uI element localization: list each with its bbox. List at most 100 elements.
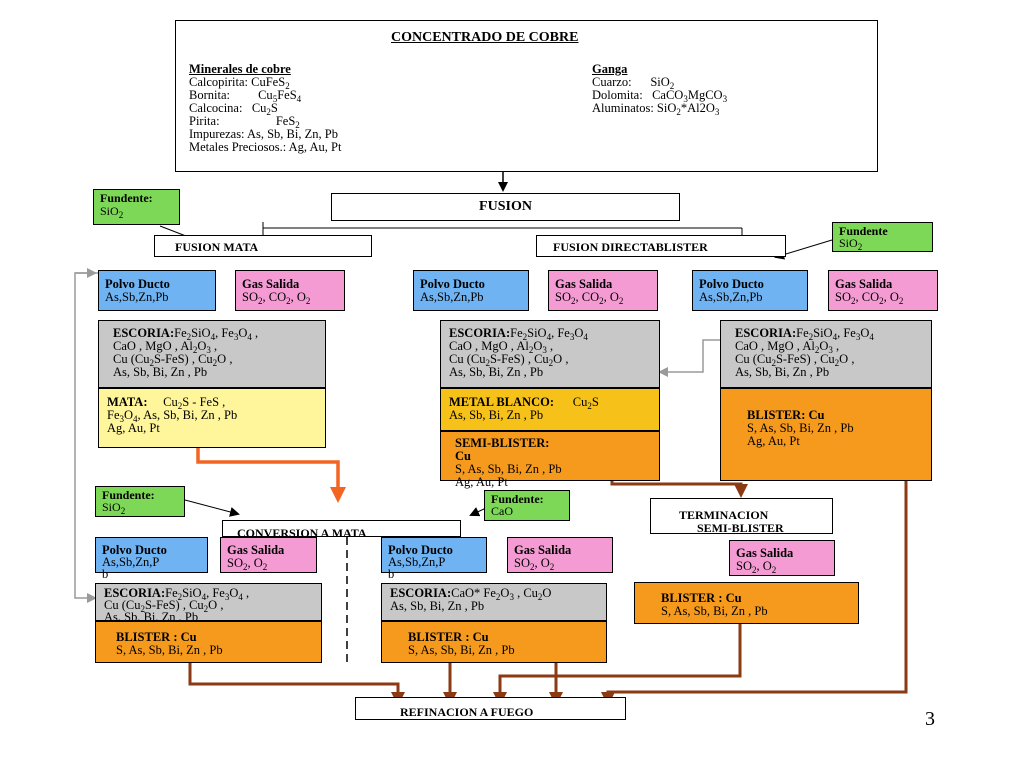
calcocina-line: Calcocina: Cu2S — [189, 101, 278, 117]
escoria-line-3: Cu (Cu2S-FeS) , Cu2O , — [449, 352, 569, 368]
semi-blister-label: SEMI-BLISTER: — [455, 436, 550, 450]
polvo-ducto-value: As,Sb,Zn,Pb — [699, 290, 763, 304]
gas-salida-title: Gas Salida — [514, 543, 572, 557]
minerales-column: Minerales de cobre Calcopirita: CuFeS2 B… — [189, 63, 341, 154]
fundente-label: Fundente: — [102, 488, 155, 502]
fundente-right-label: Fundente — [839, 224, 888, 238]
fusion-mata-box: FUSION MATA — [154, 235, 372, 257]
mata-box: MATA: Cu2S - FeS , Fe3O4, As, Sb, Bi, Zn… — [98, 388, 326, 448]
blister-terminacion: BLISTER : Cu S, As, Sb, Bi, Zn , Pb — [634, 582, 859, 624]
fundente-value: SiO2 — [102, 500, 126, 516]
recirculation-line-right — [658, 339, 720, 377]
escoria-line-3: Cu (Cu2S-FeS) , Cu2O , — [735, 352, 855, 368]
conversion-box: CONVERSION A MATA — [222, 520, 461, 537]
terminacion-line-1: TERMINACION — [679, 508, 769, 522]
escoria-cao-line-1: ESCORIA:CaO* Fe2O3 , Cu2O — [390, 586, 552, 602]
escoria-line-3: As, Sb, Bi, Zn , Pb — [104, 610, 199, 621]
pirita-line: Pirita: FeS2 — [189, 114, 300, 130]
polvo-ducto-title: Polvo Ducto — [102, 543, 167, 557]
cuarzo-line: Cuarzo: SiO2 — [592, 75, 675, 91]
semi-blister-line-3: S, As, Sb, Bi, Zn , Pb — [455, 462, 562, 476]
escoria-4: ESCORIA:Fe2SiO4, Fe3O4 , Cu (Cu2S-FeS) ,… — [95, 583, 322, 621]
mata-line-2: Fe3O4, As, Sb, Bi, Zn , Pb — [107, 408, 238, 424]
gas-salida-2: Gas Salida SO2, CO2, O2 — [548, 270, 658, 311]
polvo-ducto-title: Polvo Ducto — [699, 277, 764, 291]
escoria-line-1: ESCORIA:Fe2SiO4, Fe3O4 — [449, 326, 588, 342]
escoria-line-1: ESCORIA:Fe2SiO4, Fe3O4 — [735, 326, 874, 342]
gas-salida-1: Gas Salida SO2, CO2, O2 — [235, 270, 345, 311]
escoria-line-2: CaO , MgO , Al2O3 , — [113, 339, 218, 355]
polvo-ducto-title: Polvo Ducto — [388, 543, 453, 557]
blister-right-line-2: S, As, Sb, Bi, Zn , Pb — [747, 421, 854, 435]
gas-salida-title: Gas Salida — [736, 546, 794, 560]
escoria-cao: ESCORIA:CaO* Fe2O3 , Cu2O As, Sb, Bi, Zn… — [381, 583, 607, 621]
escoria-3: ESCORIA:Fe2SiO4, Fe3O4 CaO , MgO , Al2O3… — [720, 320, 932, 388]
polvo-ducto-3: Polvo Ducto As,Sb,Zn,Pb — [692, 270, 808, 311]
gas-salida-title: Gas Salida — [227, 543, 285, 557]
polvo-ducto-value: As,Sb,Zn,P — [102, 555, 160, 569]
fusion-box: FUSION — [331, 193, 680, 221]
blister-line-2: S, As, Sb, Bi, Zn , Pb — [116, 643, 223, 657]
gas-salida-value: SO2, O2 — [227, 556, 268, 572]
gas-salida-value: SO2, O2 — [736, 559, 777, 575]
refinacion-box: REFINACION A FUEGO — [355, 697, 626, 720]
blister-right-label: BLISTER: Cu — [747, 408, 825, 422]
mata-line-1: MATA: Cu2S - FeS , — [107, 395, 226, 411]
polvo-ducto-title: Polvo Ducto — [105, 277, 170, 291]
escoria-cao-line-2: As, Sb, Bi, Zn , Pb — [390, 599, 485, 613]
escoria-line-2: CaO , MgO , Al2O3 , — [735, 339, 840, 355]
polvo-ducto-title: Polvo Ducto — [420, 277, 485, 291]
escoria-line-2: Cu (Cu2S-FeS) , Cu2O , — [104, 598, 224, 614]
escoria-line-1: ESCORIA:Fe2SiO4, Fe3O4 , — [113, 326, 259, 342]
blister-conversion: BLISTER : Cu S, As, Sb, Bi, Zn , Pb — [95, 621, 322, 663]
gas-salida-title: Gas Salida — [835, 277, 893, 291]
fusion-directa-label: FUSION DIRECTABLISTER — [553, 240, 708, 254]
polvo-ducto-5: Polvo Ducto As,Sb,Zn,P b — [381, 537, 487, 580]
gas-salida-title: Gas Salida — [555, 277, 613, 291]
fundente-right-value: SiO2 — [839, 236, 863, 252]
page-number: 3 — [925, 708, 935, 730]
ganga-header: Ganga — [592, 62, 628, 76]
minerales-header: Minerales de cobre — [189, 62, 291, 76]
metal-blanco-box: METAL BLANCO: Cu2S As, Sb, Bi, Zn , Pb — [440, 388, 660, 431]
polvo-ducto-4: Polvo Ducto As,Sb,Zn,P b — [95, 537, 208, 580]
semi-blister-line-4: Ag, Au, Pt — [455, 475, 508, 489]
terminacion-line-2: SEMI-BLISTER — [697, 521, 784, 535]
blister-right-line-3: Ag, Au, Pt — [747, 434, 800, 448]
escoria-line-4: As, Sb, Bi, Zn , Pb — [113, 365, 208, 379]
polvo-ducto-value: As,Sb,Zn,P — [388, 555, 446, 569]
terminacion-box: TERMINACION SEMI-BLISTER — [650, 498, 833, 535]
metal-blanco-line-1: METAL BLANCO: Cu2S — [449, 395, 599, 411]
fundente-value: SiO2 — [100, 204, 124, 220]
escoria-line-3: Cu (Cu2S-FeS) , Cu2O , — [113, 352, 233, 368]
fundente-cao-value: CaO — [491, 504, 513, 518]
escoria-line-4: As, Sb, Bi, Zn , Pb — [449, 365, 544, 379]
gas-salida-value: SO2, O2 — [514, 556, 555, 572]
concentrado-title: CONCENTRADO DE COBRE — [391, 30, 579, 45]
metales-line: Metales Preciosos.: Ag, Au, Pt — [189, 140, 342, 154]
gas-salida-value: SO2, CO2, O2 — [242, 290, 311, 306]
escoria-line-4: As, Sb, Bi, Zn , Pb — [735, 365, 830, 379]
escoria-2: ESCORIA:Fe2SiO4, Fe3O4 CaO , MgO , Al2O3… — [440, 320, 660, 388]
fundente-cao-label: Fundente: — [491, 492, 544, 506]
gas-salida-3: Gas Salida SO2, CO2, O2 — [828, 270, 938, 311]
arrow-fundente-conversion — [184, 499, 240, 517]
metal-blanco-line-2: As, Sb, Bi, Zn , Pb — [449, 408, 544, 422]
escoria-1: ESCORIA:Fe2SiO4, Fe3O4 , CaO , MgO , Al2… — [98, 320, 326, 388]
polvo-ducto-1: Polvo Ducto As,Sb,Zn,Pb — [98, 270, 216, 311]
dolomita-line: Dolomita: CaCO3MgCO3 — [592, 88, 728, 104]
gas-salida-title: Gas Salida — [242, 277, 300, 291]
fundente-cao-box: Fundente: CaO — [484, 490, 570, 521]
polvo-ducto-2: Polvo Ducto As,Sb,Zn,Pb — [413, 270, 529, 311]
bornita-line: Bornita: Cu5FeS4 — [189, 88, 302, 104]
polvo-ducto-value: As,Sb,Zn,Pb — [420, 290, 484, 304]
escoria-line-2: CaO , MgO , Al2O3 , — [449, 339, 554, 355]
polvo-ducto-value-wrap: b — [102, 567, 109, 581]
gas-salida-6: Gas Salida SO2, O2 — [729, 540, 835, 576]
impurezas-line: Impurezas: As, Sb, Bi, Zn, Pb — [189, 127, 338, 141]
polvo-ducto-value-wrap: b — [388, 567, 395, 581]
mata-line-3: Ag, Au, Pt — [107, 421, 160, 435]
fundente-label: Fundente: — [100, 191, 153, 205]
escoria-line-1: ESCORIA:Fe2SiO4, Fe3O4 , — [104, 586, 250, 602]
aluminatos-line: Aluminatos: SiO2*Al2O3 — [592, 101, 720, 117]
